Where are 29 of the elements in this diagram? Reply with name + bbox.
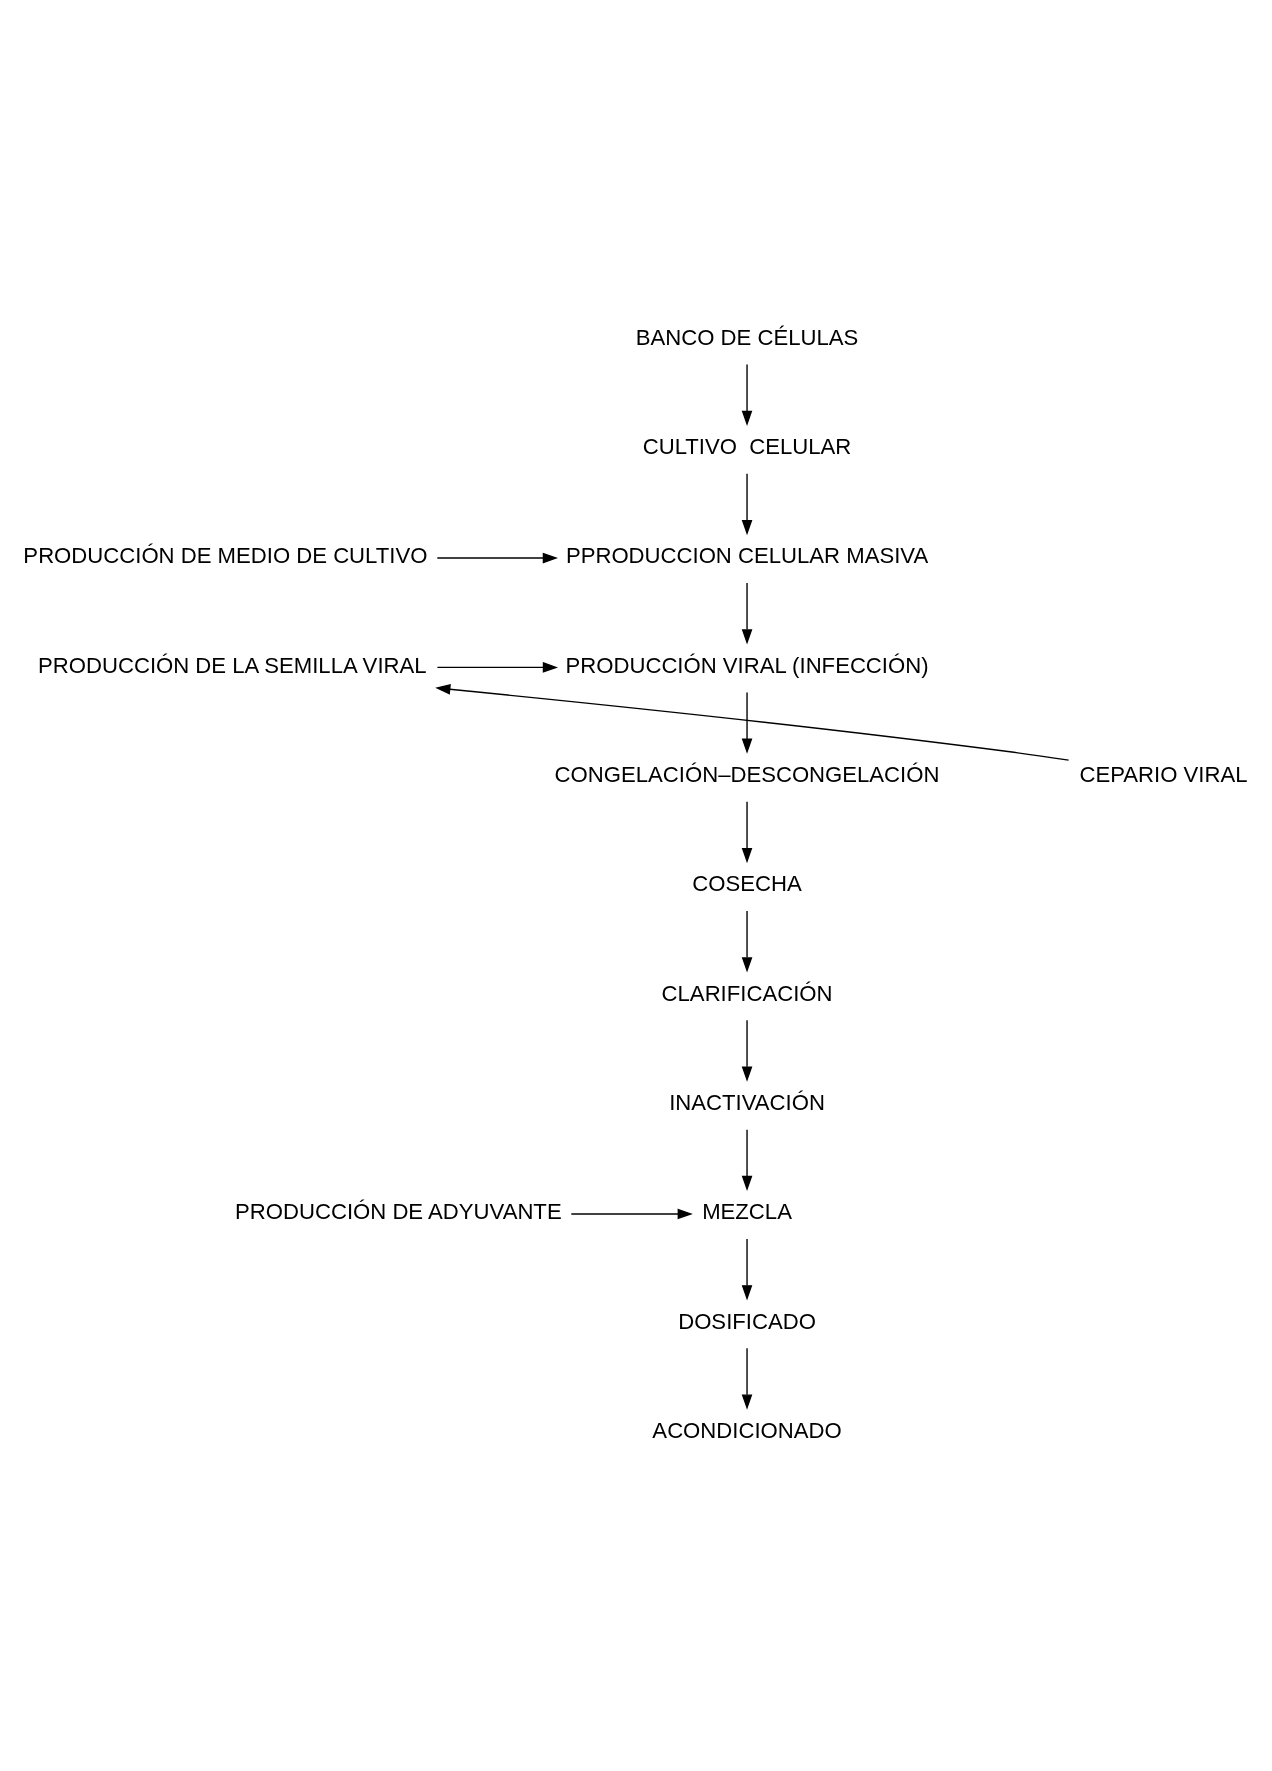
node-text: COSECHA: [692, 870, 802, 896]
node-text: BANCO DE CÉLULAS: [635, 324, 859, 350]
node-text: CLARIFICACIÓN: [661, 980, 833, 1006]
arrow: [741, 363, 753, 426]
arrow: [741, 909, 753, 972]
node-text: CONGELACIÓN–DESCONGELACIÓN: [554, 761, 940, 787]
node-text: MEZCLA: [702, 1198, 792, 1224]
arrow: [741, 691, 753, 754]
arrow: [741, 581, 753, 644]
arrow: [436, 661, 559, 673]
node-text: PRODUCCIÓN DE ADYUVANTE: [235, 1198, 562, 1224]
arrow: [570, 1208, 693, 1219]
arrow: [741, 472, 753, 535]
arrow: [741, 1347, 753, 1410]
node-text: PRODUCCIÓN DE MEDIO DE CULTIVO: [23, 542, 428, 568]
arrow: [741, 1128, 753, 1191]
node-text: CEPARIO VIRAL: [1079, 761, 1248, 787]
node-text: PRODUCCIÓN VIRAL (INFECCIÓN): [565, 652, 929, 678]
node-text: CULTIVO CELULAR: [642, 433, 852, 459]
node-text: PPRODUCCION CELULAR MASIVA: [565, 542, 929, 568]
arrow: [435, 683, 1070, 761]
arrow: [436, 552, 558, 563]
arrow: [741, 800, 753, 863]
node-text: ACONDICIONADO: [652, 1417, 842, 1443]
node-text: PRODUCCIÓN DE LA SEMILLA VIRAL: [38, 652, 427, 678]
arrow: [741, 1237, 753, 1300]
node-text: DOSIFICADO: [678, 1308, 816, 1334]
node-text: INACTIVACIÓN: [669, 1089, 825, 1115]
arrow: [741, 1019, 753, 1082]
